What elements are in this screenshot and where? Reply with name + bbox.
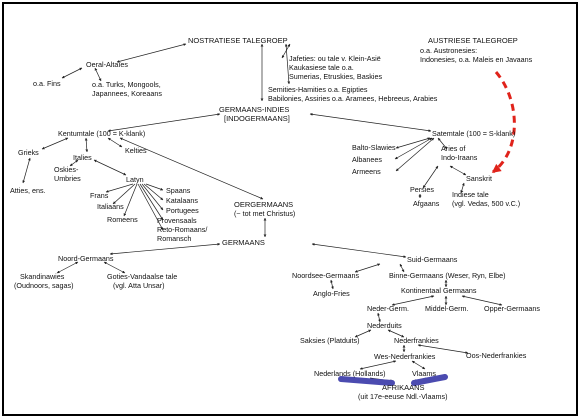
node-balto-slavic: Balto-Slawies	[352, 143, 396, 152]
node-semitic-hamitic-2: Babilonies, Assiries o.a. Aramees, Hebre…	[268, 94, 438, 103]
node-germanic: GERMAANS	[222, 238, 265, 247]
node-turkic-2: Japannees, Koreaans	[92, 89, 162, 98]
node-nostratic: NOSTRATIESE TALEGROEP	[188, 36, 288, 45]
node-afghan: Afgaans	[413, 199, 440, 208]
connector-lines	[22, 43, 503, 383]
node-celtic: Kelties	[125, 146, 147, 155]
node-italian: Italiaans	[97, 202, 124, 211]
node-indo-european-2: [INDOGERMAANS]	[224, 114, 290, 123]
node-austric-title: AUSTRIESE TALEGROEP	[428, 36, 518, 45]
node-finnish: o.a. Fins	[33, 79, 61, 88]
node-scandinavian: Skandinawies	[20, 272, 65, 281]
node-attic: Atties, ens.	[10, 186, 46, 195]
afrikaans-source-highlight	[338, 374, 448, 386]
node-romanian: Romeens	[107, 215, 138, 224]
node-continental-germanic: Kontinentaal Germaans	[401, 286, 477, 295]
node-west-low-franconian: Wes-Nederfrankies	[374, 352, 436, 361]
node-albanian: Albanees	[352, 155, 382, 164]
node-japhetic-3: Sumerias, Etruskies, Baskies	[289, 72, 382, 81]
node-middle-germanic: Middel-Germ.	[425, 304, 469, 313]
node-persian: Persies	[410, 185, 434, 194]
node-low-german: Nederduits	[367, 321, 402, 330]
node-greek: Grieks	[18, 148, 39, 157]
node-low-germanic: Neder-Germ.	[367, 304, 409, 313]
node-armenian: Armeens	[352, 167, 381, 176]
node-turkic: o.a. Turks, Mongools,	[92, 80, 161, 89]
node-proto-germanic: OERGERMAANS	[234, 200, 293, 209]
node-portuguese: Portugees	[166, 206, 199, 215]
node-gothic-vandal: Goties-Vandaalse tale	[107, 272, 177, 281]
node-semitic-hamitic: Semities-Hamities o.a. Egipties	[268, 85, 368, 94]
node-indic-2: (vgl. Vedas, 500 v.C.)	[452, 199, 520, 208]
node-aryan: Aries of	[441, 144, 465, 153]
node-flemish: Vlaams	[412, 369, 436, 378]
node-kentum: Kentumtale (100 = K-klank)	[58, 129, 145, 138]
node-sanskrit: Sanskrit	[466, 174, 492, 183]
node-italic: Italies	[73, 153, 92, 162]
node-rhaeto-romance: Reto-Romaans/	[157, 225, 207, 234]
node-provencal: Provensaals	[157, 216, 197, 225]
node-aryan-2: Indo-Iraans	[441, 153, 478, 162]
node-east-low-franconian: Oos-Nederfrankies	[466, 351, 527, 360]
node-latin: Latyn	[126, 175, 144, 184]
node-japhetic-2: Kaukasiese tale o.a.	[289, 63, 354, 72]
node-north-germanic: Noord-Germaans	[58, 254, 114, 263]
node-saxon: Saksies (Platduits)	[300, 336, 360, 345]
node-low-franconian: Nederfrankies	[394, 336, 439, 345]
node-afrikaans: AFRIKAANS	[382, 383, 425, 392]
node-japhetic: Jafeties: ou tale v. Klein-Asië	[289, 54, 381, 63]
node-rhaeto-romance-2: Romansch	[157, 234, 191, 243]
node-afrikaans-origin: (uit 17e-eeuse Ndl.-Vlaams)	[358, 392, 447, 401]
node-oscan-umbrian: Oskies-	[54, 165, 79, 174]
node-anglo-frisian: Anglo-Fries	[313, 289, 350, 298]
node-gothic-vandal-2: (vgl. Atta Unsar)	[113, 281, 165, 290]
node-satem: Satemtale (100 = S-klank)	[432, 129, 515, 138]
node-austric-subtitle: o.a. Austronesies:	[420, 46, 477, 55]
node-south-germanic: Suid-Germaans	[407, 255, 458, 264]
node-scandinavian-2: (Oudnoors, sagas)	[14, 281, 74, 290]
node-austric-languages: Indonesies, o.a. Maleis en Javaans	[420, 55, 533, 64]
node-spanish: Spaans	[166, 186, 191, 195]
labels: NOSTRATIESE TALEGROEP AUSTRIESE TALEGROE…	[10, 36, 540, 401]
austric-influence-arrow	[491, 71, 516, 174]
node-proto-germanic-2: (~ tot met Christus)	[234, 209, 295, 218]
node-indic: Indiese tale	[452, 190, 489, 199]
node-indo-european: GERMAANS-INDIES	[219, 105, 289, 114]
node-catalan: Katalaans	[166, 196, 198, 205]
node-uralic-altaic: Oeral-Altaïes	[86, 60, 128, 69]
node-north-sea-germanic: Noordsee-Germaans	[292, 271, 360, 280]
node-upper-germanic: Opper-Germaans	[484, 304, 540, 313]
node-inland-germanic: Binne-Germaans (Weser, Ryn, Elbe)	[389, 271, 506, 280]
node-french: Frans	[90, 191, 109, 200]
node-dutch: Nederlands (Hollands)	[314, 369, 386, 378]
node-oscan-umbrian-2: Umbries	[54, 174, 81, 183]
